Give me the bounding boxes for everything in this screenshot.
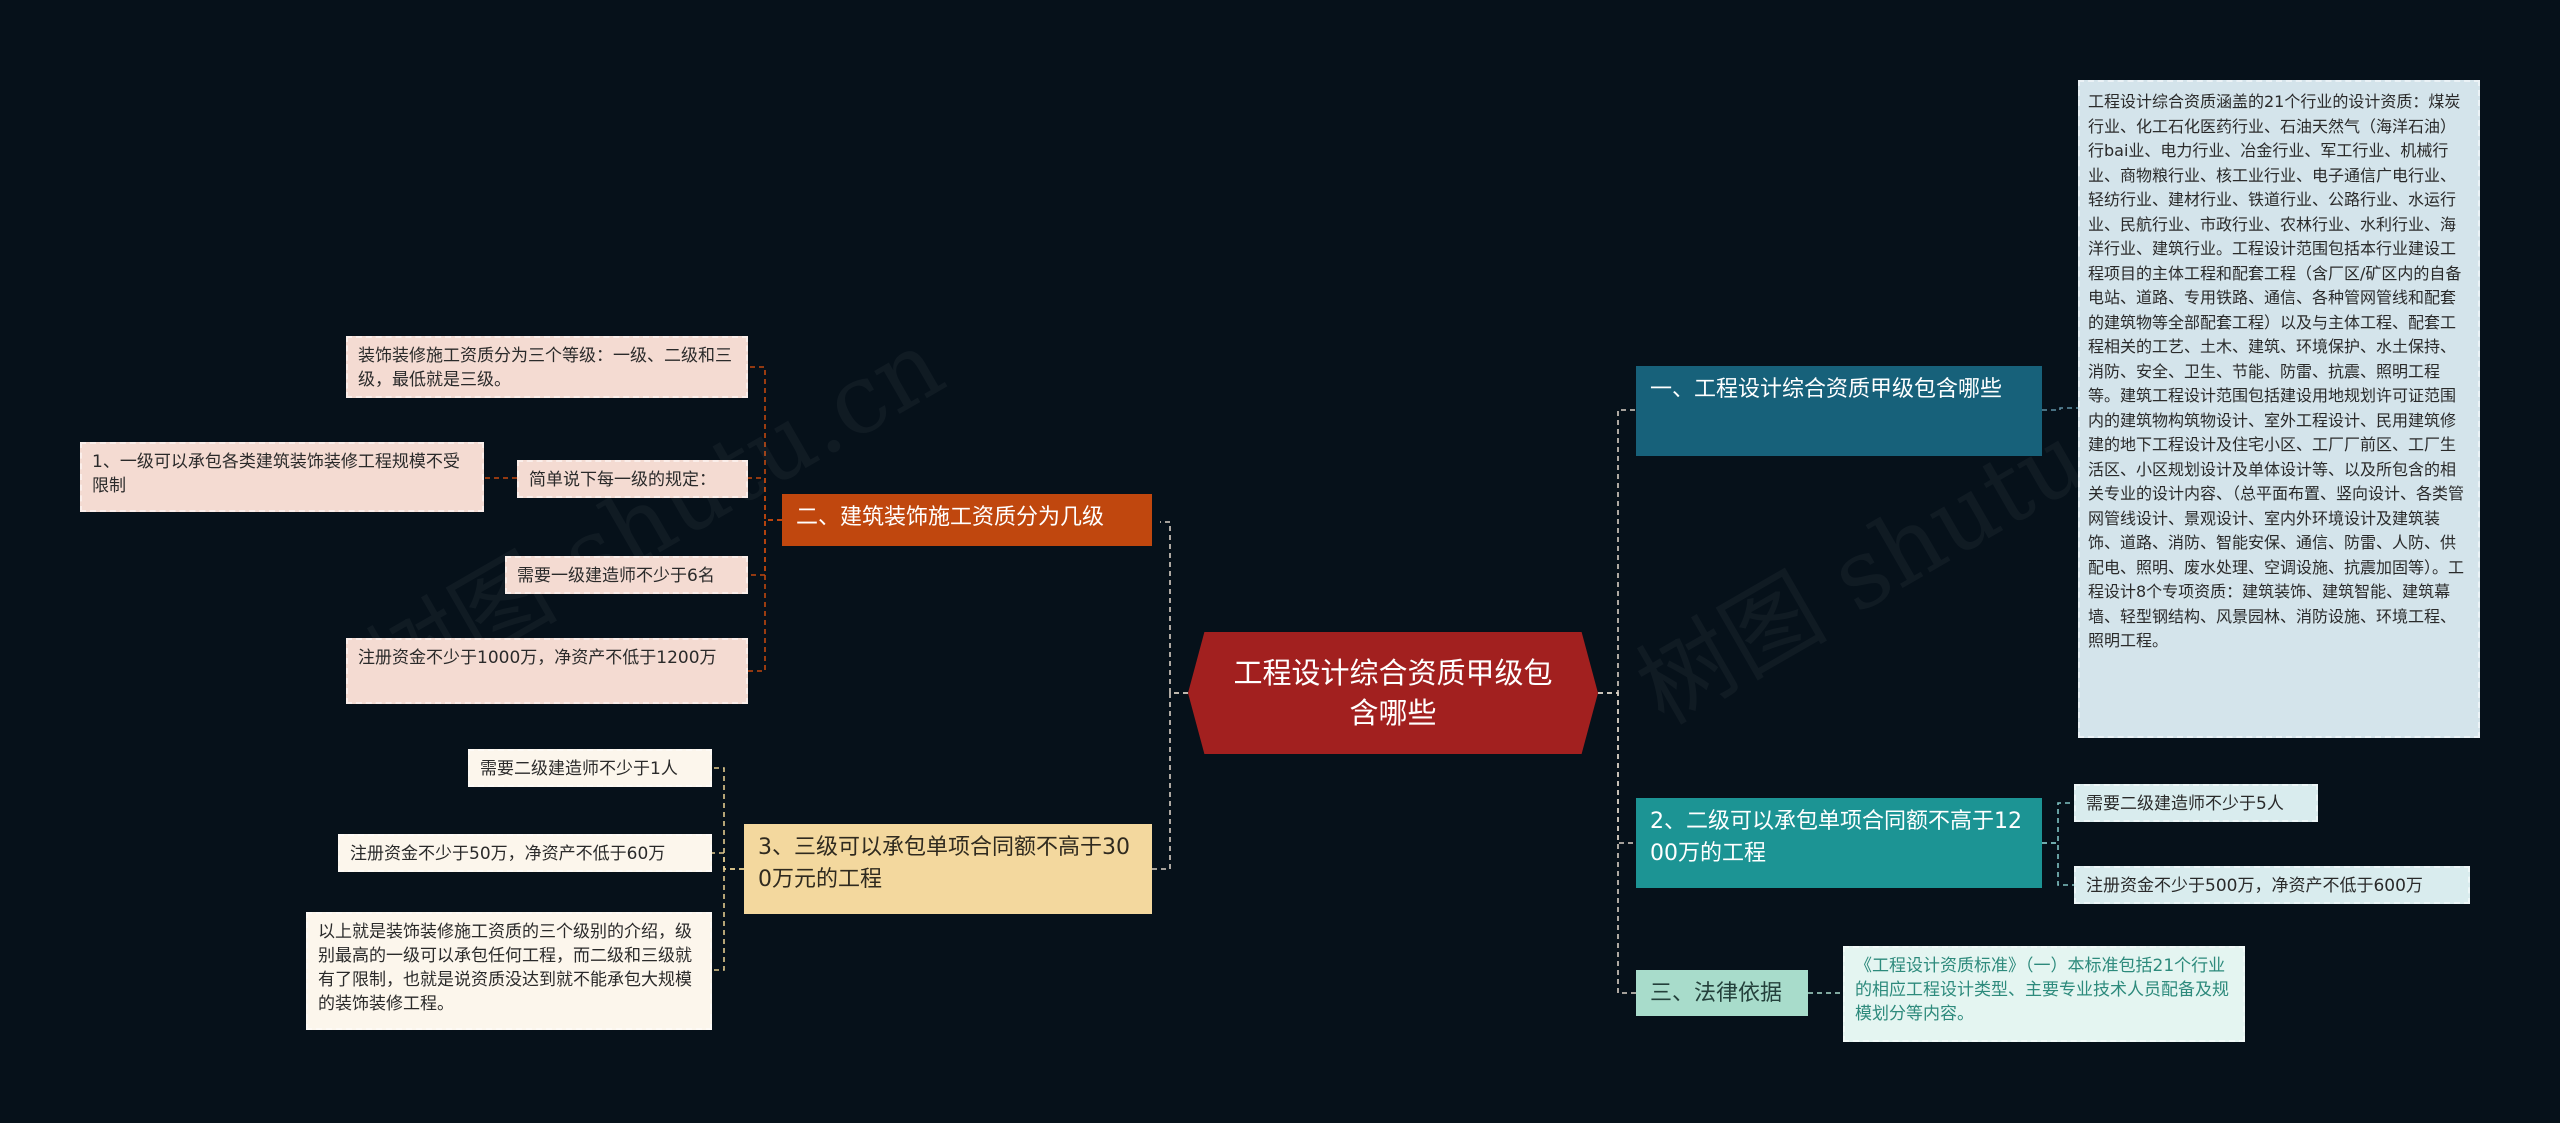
leaf-summary[interactable]: 以上就是装饰装修施工资质的三个级别的介绍，级别最高的一级可以承包任何工程，而二级…	[306, 912, 712, 1030]
leaf-builders-5[interactable]: 需要二级建造师不少于5人	[2074, 784, 2318, 822]
link-center-levels	[1160, 521, 1188, 694]
link-second-builders	[2042, 802, 2074, 844]
link-third-summary	[712, 868, 744, 971]
leaf-capital-1000[interactable]: 注册资金不少于1000万，净资产不低于1200万	[346, 638, 748, 704]
link-levels-brief	[748, 477, 782, 521]
leaf-capital-500[interactable]: 注册资金不少于500万，净资产不低于600万	[2074, 866, 2470, 904]
link-third-builders	[712, 767, 744, 870]
leaf-builders-6[interactable]: 需要一级建造师不少于6名	[505, 556, 748, 594]
branch-third-level[interactable]: 3、三级可以承包单项合同额不高于300万元的工程	[744, 824, 1152, 914]
link-levels-three	[748, 366, 782, 521]
link-center-scope	[1598, 409, 1636, 694]
branch-decoration-levels[interactable]: 二、建筑装饰施工资质分为几级	[782, 494, 1152, 546]
leaf-design-standard[interactable]: 《工程设计资质标准》（一）本标准包括21个行业的相应工程设计类型、主要专业技术人…	[1843, 946, 2245, 1042]
link-center-second	[1598, 692, 1636, 844]
link-scope-detail	[2042, 407, 2078, 411]
leaf-first-level-scope[interactable]: 1、一级可以承包各类建筑装饰装修工程规模不受限制	[80, 442, 484, 512]
center-topic-label: 工程设计综合资质甲级包含哪些	[1233, 656, 1553, 730]
branch-second-level[interactable]: 2、二级可以承包单项合同额不高于1200万的工程	[1636, 798, 2042, 888]
link-second-capital	[2042, 842, 2074, 886]
link-center-third	[1152, 692, 1188, 870]
center-topic[interactable]: 工程设计综合资质甲级包含哪些	[1188, 632, 1598, 754]
leaf-brief-rules[interactable]: 简单说下每一级的规定：	[517, 460, 748, 498]
leaf-scope-detail[interactable]: 工程设计综合资质涵盖的21个行业的设计资质：煤炭行业、化工石化医药行业、石油天然…	[2078, 80, 2480, 738]
leaf-three-levels[interactable]: 装饰装修施工资质分为三个等级：一级、二级和三级，最低就是三级。	[346, 336, 748, 398]
branch-legal-basis[interactable]: 三、法律依据	[1636, 970, 1808, 1016]
link-third-capital	[712, 852, 744, 870]
leaf-builders-1[interactable]: 需要二级建造师不少于1人	[468, 749, 712, 787]
leaf-capital-50[interactable]: 注册资金不少于50万，净资产不低于60万	[338, 834, 712, 872]
link-center-law	[1598, 692, 1636, 994]
branch-design-scope[interactable]: 一、工程设计综合资质甲级包含哪些	[1636, 366, 2042, 456]
link-levels-capital	[748, 519, 782, 672]
